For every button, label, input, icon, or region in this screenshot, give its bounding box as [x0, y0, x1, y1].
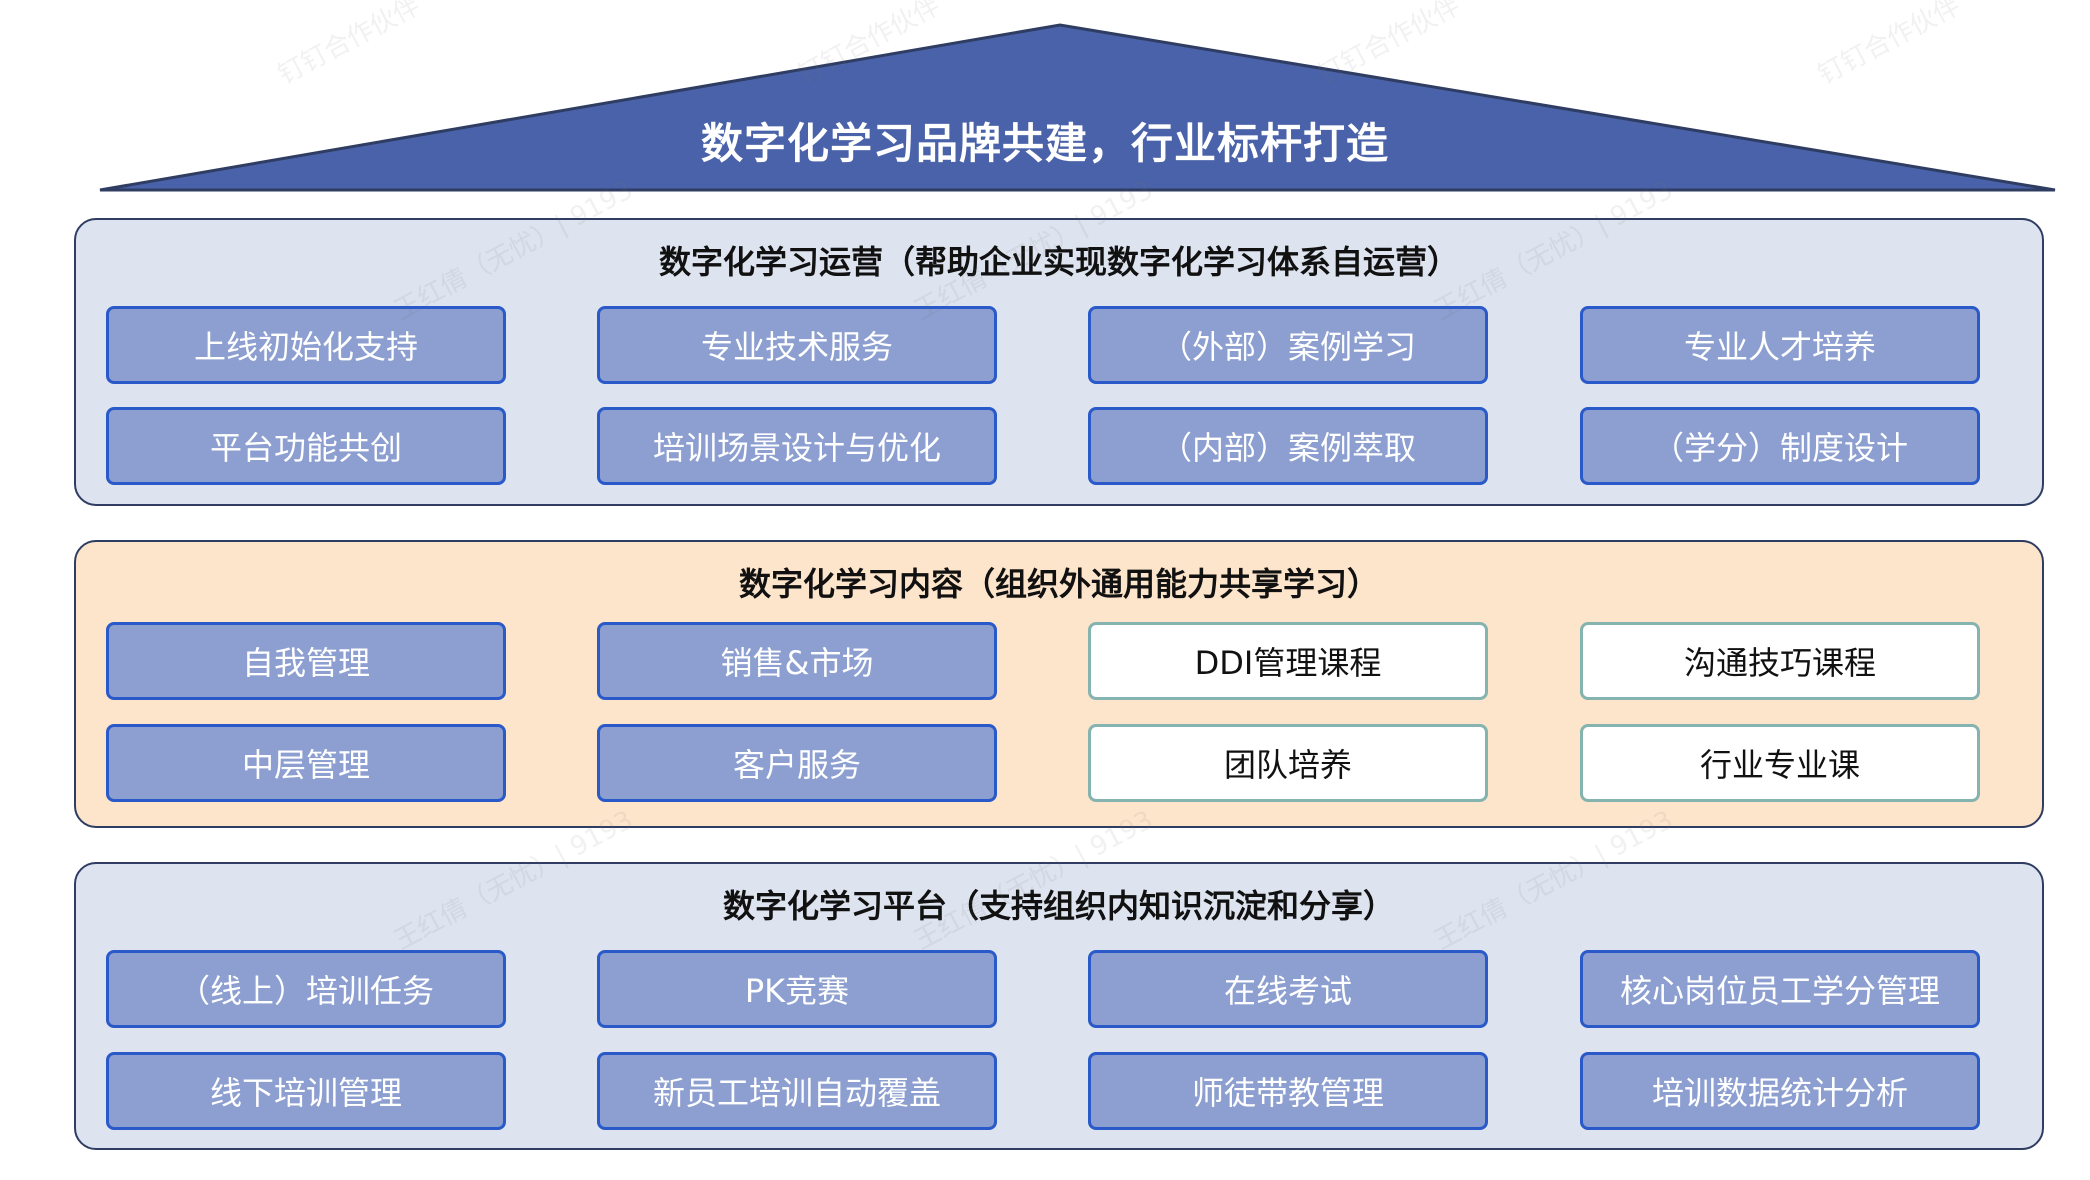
item-online-init-support: 上线初始化支持	[106, 306, 506, 384]
item-external-case-study: （外部）案例学习	[1088, 306, 1488, 384]
item-training-scenario-design: 培训场景设计与优化	[597, 407, 997, 485]
panel-title-operations: 数字化学习运营（帮助企业实现数字化学习体系自运营）	[658, 243, 1459, 281]
item-core-staff-credit-mgmt: 核心岗位员工学分管理	[1580, 950, 1980, 1028]
panel-operations: 数字化学习运营（帮助企业实现数字化学习体系自运营） 上线初始化支持 专业技术服务…	[74, 218, 2044, 506]
panel-title-platform: 数字化学习平台（支持组织内知识沉淀和分享）	[722, 887, 1395, 925]
roof-title: 数字化学习品牌共建，行业标杆打造	[700, 119, 1389, 168]
item-online-training-task: （线上）培训任务	[106, 950, 506, 1028]
item-self-management: 自我管理	[106, 622, 506, 700]
panel-platform: 数字化学习平台（支持组织内知识沉淀和分享） （线上）培训任务 PK竞赛 在线考试…	[74, 862, 2044, 1150]
item-platform-co-creation: 平台功能共创	[106, 407, 506, 485]
item-credit-system-design: （学分）制度设计	[1580, 407, 1980, 485]
item-middle-management: 中层管理	[106, 724, 506, 802]
item-team-building: 团队培养	[1088, 724, 1488, 802]
item-customer-service: 客户服务	[597, 724, 997, 802]
panel-content: 数字化学习内容（组织外通用能力共享学习） 自我管理 销售&市场 DDI管理课程 …	[74, 540, 2044, 828]
item-mentorship-mgmt: 师徒带教管理	[1088, 1052, 1488, 1130]
item-pk-competition: PK竞赛	[597, 950, 997, 1028]
panel-title-content: 数字化学习内容（组织外通用能力共享学习）	[738, 565, 1379, 603]
item-technical-service: 专业技术服务	[597, 306, 997, 384]
item-online-exam: 在线考试	[1088, 950, 1488, 1028]
item-communication-skills-course: 沟通技巧课程	[1580, 622, 1980, 700]
item-industry-course: 行业专业课	[1580, 724, 1980, 802]
item-sales-marketing: 销售&市场	[597, 622, 997, 700]
roof-shape	[99, 23, 2056, 192]
item-new-hire-training: 新员工培训自动覆盖	[597, 1052, 997, 1130]
item-offline-training-mgmt: 线下培训管理	[106, 1052, 506, 1130]
item-talent-development: 专业人才培养	[1580, 306, 1980, 384]
item-ddi-management-course: DDI管理课程	[1088, 622, 1488, 700]
item-internal-case-extraction: （内部）案例萃取	[1088, 407, 1488, 485]
item-training-data-analytics: 培训数据统计分析	[1580, 1052, 1980, 1130]
